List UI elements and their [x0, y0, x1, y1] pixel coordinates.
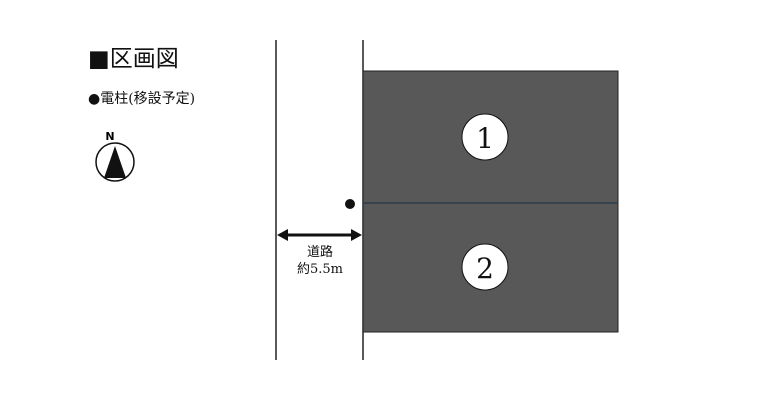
utility-pole-icon [345, 199, 355, 209]
lot-2-label: 2 [476, 252, 494, 285]
road-width: 約5.5m [297, 262, 343, 277]
compass-label: N [105, 130, 114, 143]
utility-pole-legend: ●電柱(移設予定) [88, 91, 195, 107]
road-label: 道路 [307, 244, 333, 260]
lot-1-marker [461, 113, 509, 161]
road-width-arrow-icon [277, 229, 362, 241]
plan-title: ■区画図 [88, 46, 179, 72]
lot-2-marker [461, 243, 509, 291]
lot-1-label: 1 [476, 122, 494, 155]
north-arrow-icon: N [95, 130, 135, 182]
